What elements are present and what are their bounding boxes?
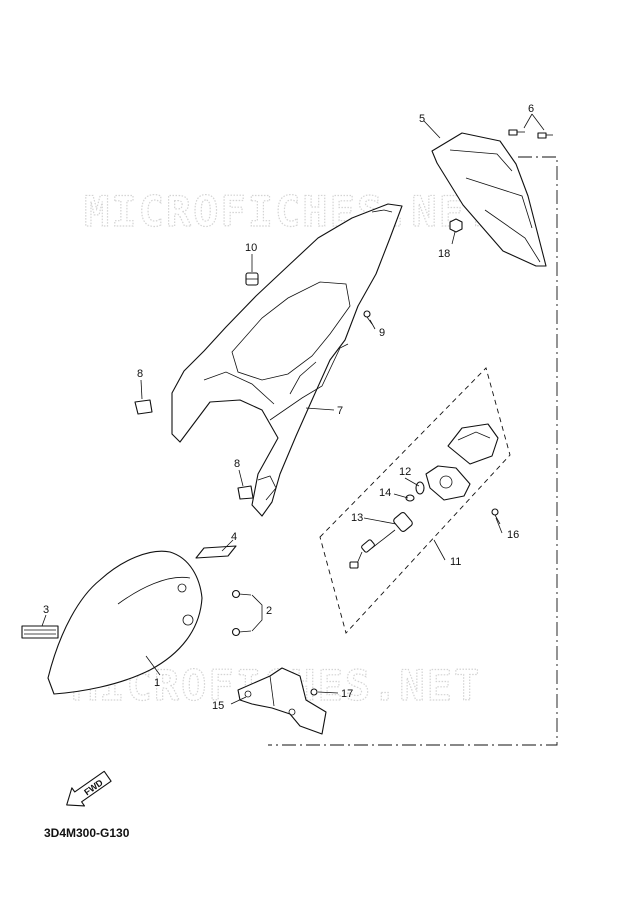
callout-16: 16 bbox=[507, 529, 519, 541]
taillight-group-box bbox=[319, 367, 511, 634]
callout-1: 1 bbox=[154, 677, 160, 689]
fwd-arrow: FWD bbox=[66, 770, 112, 807]
callout-5: 5 bbox=[419, 113, 425, 125]
callout-11: 11 bbox=[450, 556, 461, 568]
callout-17: 17 bbox=[341, 688, 353, 700]
callout-4: 4 bbox=[231, 531, 237, 543]
part-2-bolts bbox=[231, 589, 252, 637]
callout-8-lower: 8 bbox=[234, 458, 240, 470]
callout-7: 7 bbox=[337, 405, 343, 417]
callout-8-upper: 8 bbox=[137, 368, 143, 380]
callout-12: 12 bbox=[399, 466, 411, 478]
diagram-code: 3D4M300-G130 bbox=[44, 826, 130, 840]
callout-10: 10 bbox=[245, 242, 257, 254]
callout-18: 18 bbox=[438, 248, 450, 260]
callout-3: 3 bbox=[43, 604, 49, 616]
part-6-screws bbox=[508, 129, 553, 139]
part-4-decal bbox=[195, 545, 237, 559]
part-3-emblem bbox=[21, 625, 59, 639]
part-16-screw bbox=[491, 508, 501, 525]
part-8-clip-lower bbox=[237, 485, 254, 500]
part-8-clip-upper bbox=[134, 399, 153, 415]
assembly-line-right bbox=[268, 156, 558, 746]
part-13-cord bbox=[349, 512, 413, 569]
leader-lines bbox=[41, 113, 545, 705]
part-5-tail-cowl bbox=[431, 132, 547, 267]
callout-14: 14 bbox=[379, 487, 391, 499]
callout-13: 13 bbox=[351, 512, 363, 524]
part-11-taillight-housing bbox=[425, 465, 471, 501]
part-14-socket bbox=[405, 494, 415, 502]
part-1-front-fender bbox=[47, 550, 203, 695]
callout-6: 6 bbox=[528, 103, 534, 115]
callout-15: 15 bbox=[212, 700, 224, 712]
watermark-top: MICROFICHES.NET bbox=[84, 187, 493, 236]
part-18-nut bbox=[449, 218, 463, 233]
part-9-screw bbox=[363, 310, 373, 325]
part-7-side-cover bbox=[171, 203, 403, 517]
callout-9: 9 bbox=[379, 327, 385, 339]
callout-2: 2 bbox=[266, 605, 272, 617]
part-15-bracket bbox=[237, 667, 327, 735]
part-17-screw bbox=[310, 688, 318, 696]
part-11-taillight-lens bbox=[447, 423, 499, 465]
part-10-grommet bbox=[245, 272, 259, 286]
part-12-bulb bbox=[415, 481, 425, 495]
